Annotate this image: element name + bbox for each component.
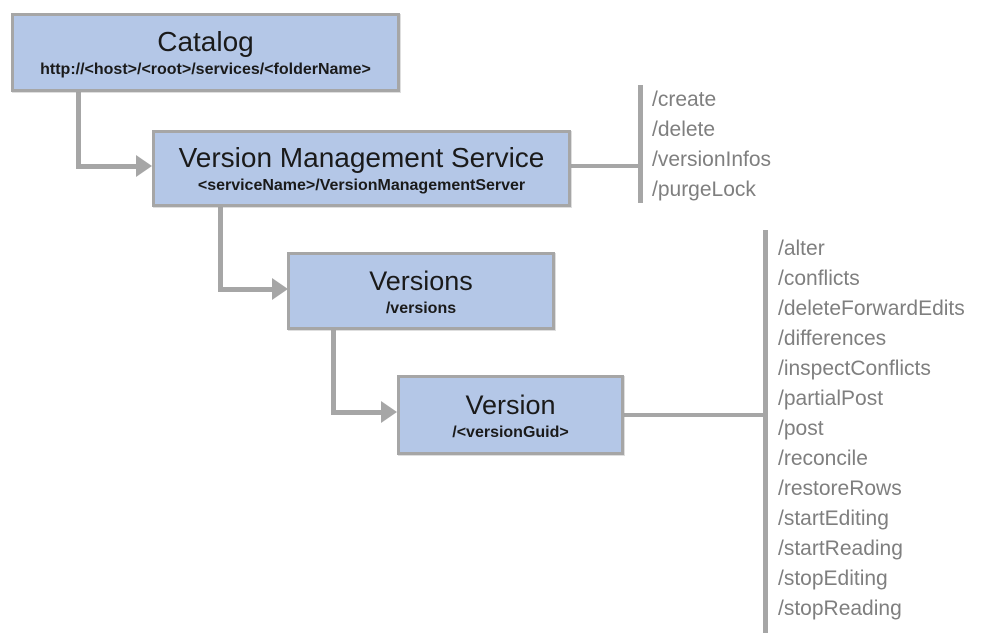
operation-item: /inspectConflicts bbox=[778, 357, 931, 380]
node-version-management-service: Version Management Service <serviceName>… bbox=[152, 130, 571, 207]
operation-item: /conflicts bbox=[778, 267, 860, 290]
connector-versions-version-horizontal bbox=[331, 410, 383, 415]
operation-item: /create bbox=[652, 88, 717, 111]
arrowhead-right-icon bbox=[381, 401, 397, 423]
node-catalog: Catalog http://<host>/<root>/services/<f… bbox=[11, 13, 400, 92]
arrowhead-right-icon bbox=[272, 278, 288, 300]
node-versions: Versions /versions bbox=[287, 252, 555, 330]
arrowhead-right-icon bbox=[136, 155, 152, 177]
connector-vms-versions-horizontal bbox=[218, 287, 274, 292]
operation-item: /alter bbox=[778, 237, 825, 260]
operation-item: /startReading bbox=[778, 537, 903, 560]
operations-list-vms: /create /delete /versionInfos /purgeLock bbox=[652, 85, 771, 205]
connector-vms-operations bbox=[571, 164, 640, 168]
operation-item: /post bbox=[778, 417, 824, 440]
operation-item: /startEditing bbox=[778, 507, 889, 530]
vms-title: Version Management Service bbox=[178, 142, 545, 173]
versions-url-pattern: /versions bbox=[385, 299, 457, 317]
vms-url-pattern: <serviceName>/VersionManagementServer bbox=[197, 177, 526, 194]
operation-item: /differences bbox=[778, 327, 887, 350]
connector-version-operations bbox=[624, 413, 765, 417]
operation-item: /versionInfos bbox=[652, 148, 772, 171]
connector-catalog-vms-vertical bbox=[76, 91, 81, 167]
version-title: Version bbox=[465, 389, 556, 420]
operation-item: /stopEditing bbox=[778, 567, 888, 590]
operation-item: /delete bbox=[652, 118, 716, 141]
catalog-title: Catalog bbox=[157, 26, 254, 57]
operations-bracket-vms bbox=[638, 85, 643, 203]
operation-item: /deleteForwardEdits bbox=[778, 297, 965, 320]
connector-versions-version-vertical bbox=[331, 329, 336, 414]
version-url-pattern: /<versionGuid> bbox=[452, 423, 569, 441]
operations-list-version: /alter /conflicts /deleteForwardEdits /d… bbox=[778, 234, 965, 624]
catalog-url-pattern: http://<host>/<root>/services/<folderNam… bbox=[40, 61, 371, 78]
versions-title: Versions bbox=[369, 265, 473, 296]
operation-item: /partialPost bbox=[778, 387, 884, 410]
operation-item: /restoreRows bbox=[778, 477, 902, 500]
connector-catalog-vms-horizontal bbox=[76, 164, 137, 169]
connector-vms-versions-vertical bbox=[218, 206, 223, 290]
operation-item: /stopReading bbox=[778, 597, 902, 620]
node-version: Version /<versionGuid> bbox=[397, 375, 624, 455]
operations-bracket-version bbox=[763, 230, 768, 633]
operation-item: /purgeLock bbox=[652, 178, 756, 201]
operation-item: /reconcile bbox=[778, 447, 868, 470]
